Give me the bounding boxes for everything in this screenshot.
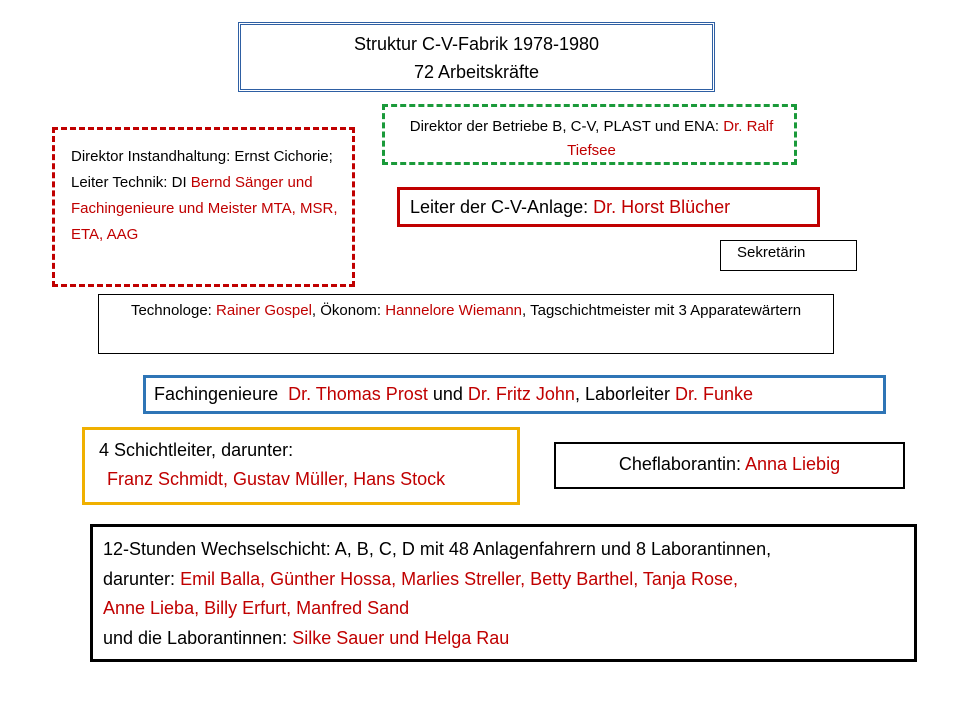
rotation-among-label: darunter: (103, 568, 176, 589)
day-shift-label: , Tagschichtmeister mit 3 Apparatewärter… (522, 302, 802, 319)
director-label: Direktor der Betriebe B, C-V, PLAST und … (409, 118, 720, 135)
diagram-title: Struktur C-V-Fabrik 1978-1980 (353, 34, 600, 54)
secretary-label: Sekretärin (737, 244, 806, 261)
director-name: Dr. Ralf Tiefsee (567, 118, 774, 159)
economist-name: Hannelore Wiemann (385, 302, 523, 319)
shift-leaders-label: 4 Schichtleiter, darunter: (99, 440, 294, 460)
plant-lead-label: Leiter der C-V-Anlage: (410, 197, 589, 217)
chief-lab-box: Cheflaborantin: Anna Liebig (554, 442, 905, 489)
secretary-box: Sekretärin (720, 240, 857, 271)
shift-leaders-box: 4 Schichtleiter, darunter: Franz Schmidt… (82, 427, 520, 505)
workforce-count: 72 Arbeitskräfte (413, 62, 540, 82)
shift-leaders-names: Franz Schmidt, Gustav Müller, Hans Stock (107, 469, 446, 489)
title-box: Struktur C-V-Fabrik 1978-1980 72 Arbeits… (238, 22, 715, 92)
engineers-and: und (432, 384, 463, 404)
engineers-box: Fachingenieure Dr. Thomas Prost und Dr. … (143, 375, 886, 414)
engineers-label: Fachingenieure (154, 384, 279, 404)
chief-lab-name: Anna Liebig (745, 454, 841, 474)
economist-label: , Ökonom: (311, 302, 382, 319)
plant-lead-name: Dr. Horst Blücher (593, 197, 731, 217)
director-box: Direktor der Betriebe B, C-V, PLAST und … (382, 104, 797, 165)
chief-lab-label: Cheflaborantin: (618, 454, 741, 474)
rotation-lab-line: und die Laborantinnen: Silke Sauer und H… (103, 624, 914, 654)
rotation-operator-names: Emil Balla, Günther Hossa, Marlies Strel… (180, 568, 738, 589)
rotation-operator-names-cont: Anne Lieba, Billy Erfurt, Manfred Sand (103, 598, 410, 618)
rotation-summary: 12-Stunden Wechselschicht: A, B, C, D mi… (103, 539, 772, 559)
technologist-name: Rainer Gospel (216, 302, 312, 319)
technologist-label: Technologe: (130, 302, 212, 319)
shift-rotation-box: 12-Stunden Wechselschicht: A, B, C, D mi… (90, 524, 917, 662)
technologist-box: Technologe: Rainer Gospel, Ökonom: Hanne… (98, 294, 834, 354)
rotation-lab-names: Silke Sauer und Helga Rau (292, 627, 510, 648)
rotation-operators-line: darunter: Emil Balla, Günther Hossa, Mar… (103, 565, 914, 595)
lab-lead-label: , Laborleiter (574, 384, 670, 404)
maintenance-box: Direktor Instandhaltung: Ernst Cichorie;… (52, 127, 355, 287)
maintenance-label: Direktor Instandhaltung: Ernst Cichorie;… (71, 148, 333, 191)
plant-lead-box: Leiter der C-V-Anlage: Dr. Horst Blücher (397, 187, 820, 227)
lab-lead-name: Dr. Funke (675, 384, 754, 404)
engineer-name-prost: Dr. Thomas Prost (288, 384, 428, 404)
maintenance-staff: Bernd Sänger und Fachingenieure und Meis… (71, 174, 338, 243)
rotation-lab-label: und die Laborantinnen: (103, 627, 288, 648)
engineer-name-john: Dr. Fritz John (467, 384, 575, 404)
